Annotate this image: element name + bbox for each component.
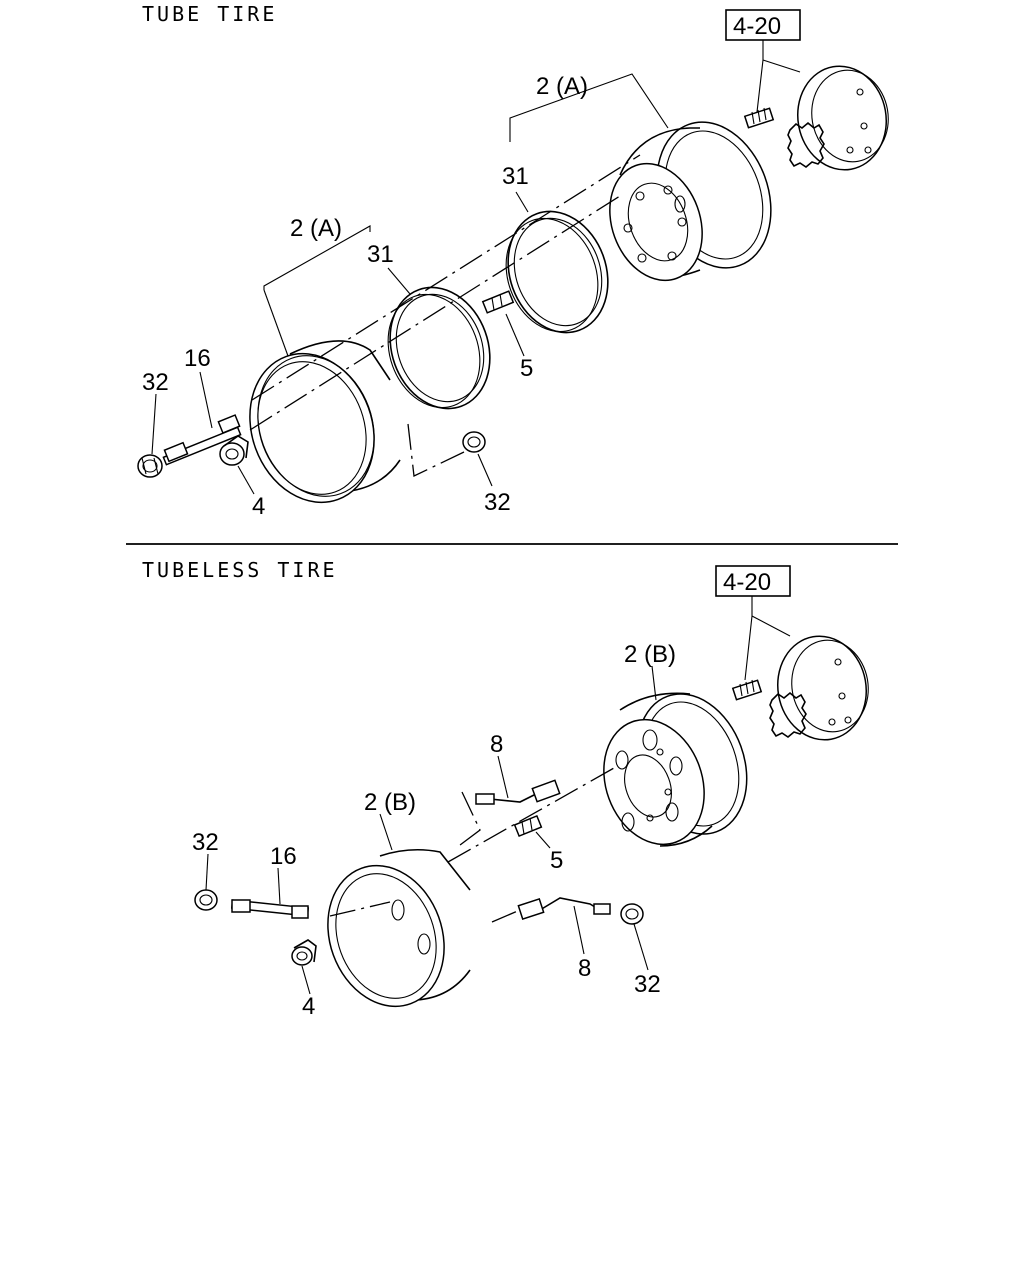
axis-line-tubeless-ext — [329, 901, 391, 917]
leader-nut-left — [151, 393, 157, 455]
axis-line-tubeless-hose — [455, 791, 481, 849]
hub-stud-bolt-tubeless — [731, 679, 763, 701]
tube-tire-section: TUBE TIRE 4-20 — [137, 2, 889, 520]
leader-hose-top — [497, 755, 509, 799]
callout-washer-tubeless: 4 — [302, 993, 315, 1020]
callout-ring-left-tube: 31 — [367, 241, 394, 268]
rim-right-tubeless — [603, 692, 748, 847]
section-title-tube: TUBE TIRE — [142, 2, 277, 26]
leader-rim-right-tubeless — [651, 665, 657, 701]
ring-left-tube — [387, 286, 491, 410]
ref-box-frame — [715, 565, 791, 597]
nut-right-tubeless — [620, 903, 644, 925]
hub-stud-bolt — [743, 107, 775, 129]
valve-tube — [481, 290, 515, 314]
callout-nut-bottom-tube: 32 — [484, 489, 511, 516]
leader-hose-bottom — [573, 905, 585, 955]
axis-line-tubeless-bottom — [491, 909, 521, 923]
callout-ring-right-tube: 31 — [502, 163, 529, 190]
valve-hose-bottom-tubeless — [517, 897, 611, 921]
valve-extension-tubeless — [230, 899, 310, 919]
nut-bottom-tube — [462, 431, 486, 453]
hub-drawing-tubeless — [769, 635, 869, 741]
callout-nut-left-tubeless: 32 — [192, 829, 219, 856]
leader-rim-right — [509, 73, 669, 142]
leader-nut-left-tubeless — [205, 853, 209, 891]
ref-box-tubeless[interactable]: 4-20 — [715, 565, 791, 597]
leader-washer-tubeless — [301, 965, 311, 995]
leader-ring-left — [387, 267, 411, 295]
callout-rim-right-tubeless: 2 (B) — [624, 641, 676, 668]
leader-ref-stud-tubeless — [744, 596, 753, 681]
ring-right-tube — [505, 210, 609, 334]
leader-ref-stud — [756, 40, 764, 113]
axis-line-tube-upper — [251, 154, 641, 401]
nut-left-tube — [137, 454, 163, 478]
leader-nut-right-tubeless — [633, 923, 649, 971]
washer-tubeless — [291, 939, 317, 966]
leader-nut-bottom — [477, 453, 493, 487]
axis-line-tubeless — [447, 767, 615, 863]
rim-left-tube — [249, 340, 401, 504]
leader-rim-left-bracket — [263, 225, 371, 290]
callout-nut-right-tubeless: 32 — [634, 971, 661, 998]
callout-rim-left-tube: 2 (A) — [290, 215, 342, 242]
rim-left-tubeless — [327, 848, 471, 1008]
leader-extension — [199, 371, 213, 429]
valve-hose-top-tubeless — [475, 779, 561, 805]
callout-washer-tube: 4 — [252, 493, 265, 520]
callout-nut-left-tube: 32 — [142, 369, 169, 396]
callout-extension-tube: 16 — [184, 345, 211, 372]
leader-extension-tubeless — [277, 867, 281, 905]
leader-ring-right — [515, 191, 529, 213]
callout-valve-tubeless: 5 — [550, 847, 563, 874]
callout-rim-right-tube: 2 (A) — [536, 73, 588, 100]
leader-ref-hub-tubeless — [751, 615, 791, 637]
callout-hose-top-tubeless: 8 — [490, 731, 503, 758]
tubeless-tire-section: TUBELESS TIRE 4-20 — [142, 558, 869, 1020]
axis-line-tube-nut — [407, 423, 465, 477]
leader-valve-tubeless — [535, 831, 551, 849]
axis-line-tube — [249, 195, 621, 431]
callout-hose-bottom-tubeless: 8 — [578, 955, 591, 982]
hub-drawing — [787, 65, 889, 171]
leader-rim-left-tubeless — [379, 813, 393, 851]
nut-left-tubeless — [194, 889, 218, 911]
ref-box-label: 4-20 — [723, 569, 771, 596]
ref-box-label: 4-20 — [733, 13, 781, 40]
leader-ref-hub — [762, 59, 801, 73]
ref-box-tube[interactable]: 4-20 — [725, 9, 801, 41]
leader-washer — [237, 465, 255, 495]
callout-valve-tube: 5 — [520, 355, 533, 382]
leader-rim-left — [263, 289, 289, 357]
callout-rim-left-tubeless: 2 (B) — [364, 789, 416, 816]
rim-right-tube — [609, 121, 772, 282]
valve-extension-tube — [162, 414, 242, 466]
section-title-tubeless: TUBELESS TIRE — [142, 558, 338, 582]
callout-extension-tubeless: 16 — [270, 843, 297, 870]
valve-tubeless — [513, 814, 543, 838]
washer-tube — [219, 435, 249, 466]
leader-valve — [505, 313, 525, 357]
